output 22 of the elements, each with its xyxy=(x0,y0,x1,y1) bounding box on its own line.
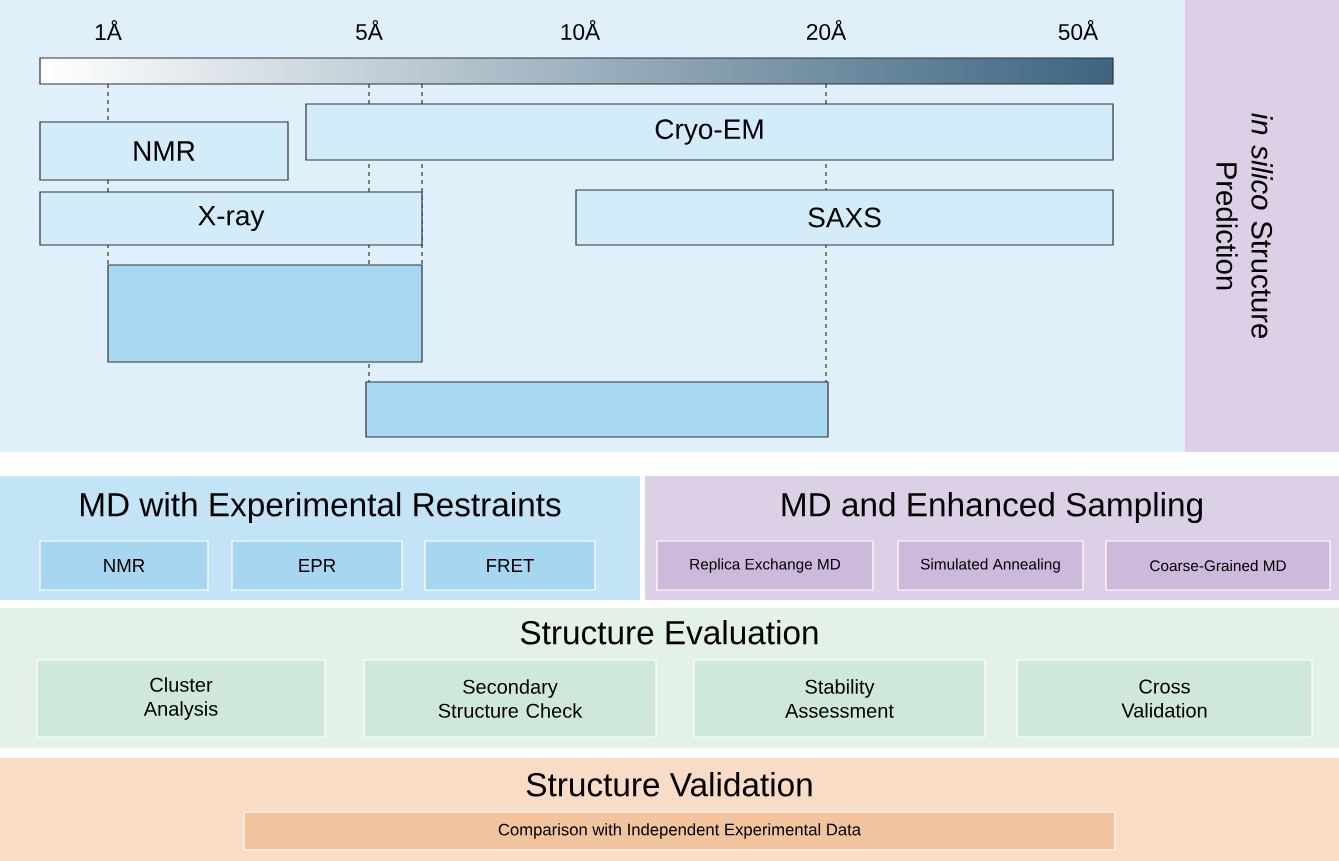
method-box: NMR xyxy=(39,540,209,591)
scale-label: 10Å xyxy=(561,20,601,40)
method-box: Simulated Annealing xyxy=(897,540,1084,591)
scale-label: 50Å xyxy=(1058,20,1099,40)
tool-box xyxy=(107,264,423,363)
scale-label: 1Å xyxy=(95,20,122,40)
step-box: Cross Validation xyxy=(1016,659,1313,738)
tool-box xyxy=(365,381,829,438)
step-box: Secondary Structure Check xyxy=(363,659,657,738)
step-box: Comparison with Independent Experimental Data xyxy=(243,811,1116,851)
method-box: NMR xyxy=(39,121,289,181)
method-box: EPR xyxy=(231,540,403,591)
method-box: X-ray xyxy=(39,191,423,246)
method-box: Cryo-EM xyxy=(305,103,1114,161)
scale-label: 5Å xyxy=(356,20,383,40)
method-box: SAXS xyxy=(575,189,1114,246)
method-box: Replica Exchange MD xyxy=(656,540,874,591)
method-box: FRET xyxy=(424,540,596,591)
method-box: Coarse-Grained MD xyxy=(1105,540,1331,591)
step-box: Stability Assessment xyxy=(693,659,986,738)
step-box: Cluster Analysis xyxy=(36,659,326,738)
scale-label: 20Å xyxy=(807,20,847,40)
